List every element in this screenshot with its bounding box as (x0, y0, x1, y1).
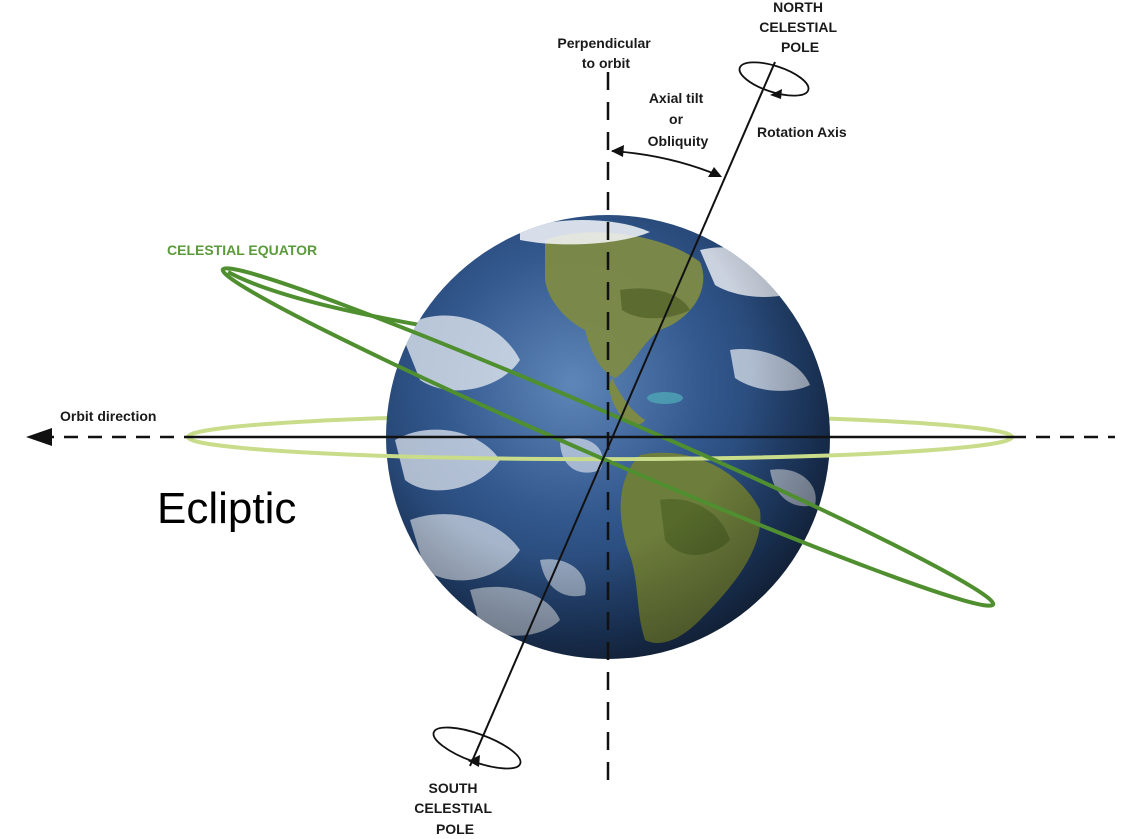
south-pole-label: SOUTH CELESTIAL POLE (414, 780, 495, 837)
celestial-equator-ring (220, 266, 996, 608)
north-pole-label: NORTH CELESTIAL POLE (759, 0, 840, 55)
south-rotation-arrow-icon (432, 726, 522, 770)
orbit-direction-label: Orbit direction (60, 408, 156, 424)
celestial-equator-label: CELESTIAL EQUATOR (167, 242, 317, 258)
rotation-axis-line (469, 61, 776, 767)
north-rotation-arrow-icon (738, 61, 810, 99)
celestial-equator-ring-back (227, 270, 421, 327)
rotation-axis-label: Rotation Axis (757, 124, 847, 140)
ecliptic-label: Ecliptic (157, 484, 296, 533)
perpendicular-label: Perpendicular to orbit (557, 35, 654, 71)
orbit-direction-arrow (26, 428, 52, 446)
axial-tilt-arc (611, 145, 722, 177)
axial-tilt-label: Axial tilt or Obliquity (648, 90, 709, 149)
